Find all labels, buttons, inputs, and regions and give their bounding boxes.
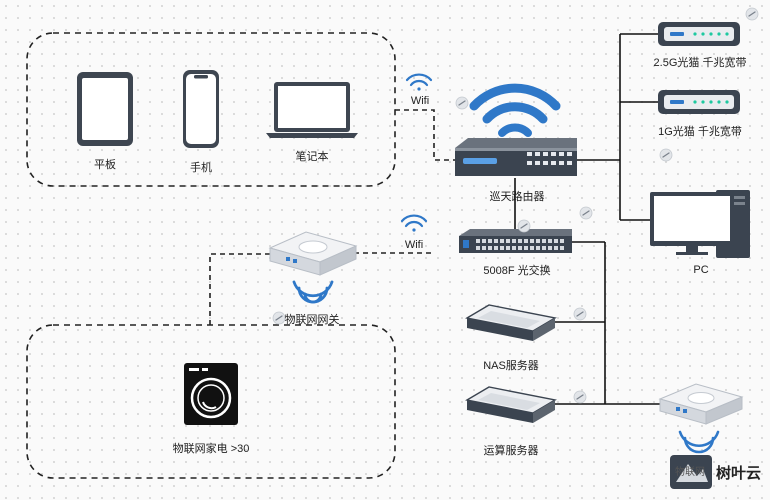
router-icon xyxy=(455,138,577,176)
phone-label: 手机 xyxy=(190,162,212,174)
nas-server-icon xyxy=(465,304,557,341)
iot-gateway-2-icon xyxy=(658,383,744,425)
switch-label: 5008F 光交换 xyxy=(483,265,551,277)
tablet-label: 平板 xyxy=(94,159,116,171)
modem-2-5g-icon xyxy=(658,22,740,46)
wifi-link-iot xyxy=(209,253,270,325)
gateway-signal-icon xyxy=(292,280,334,304)
router-wifi-waves-icon xyxy=(469,83,561,137)
nas-label: NAS服务器 xyxy=(483,360,539,372)
compute-label: 运算服务器 xyxy=(483,445,539,457)
wifi-link-top xyxy=(395,109,455,161)
watermark-text: 树叶云 xyxy=(716,465,762,482)
tablet-icon xyxy=(77,72,133,146)
iot-gateway-label: 物联网网关 xyxy=(284,314,340,326)
pc-icon xyxy=(650,190,750,258)
router-label: 巡天路由器 xyxy=(489,191,545,203)
switch-icon xyxy=(459,229,572,253)
wifi-icon-top xyxy=(405,73,433,91)
compute-server-icon xyxy=(465,386,557,423)
pc-label: PC xyxy=(693,264,709,276)
laptop-label: 笔记本 xyxy=(295,151,329,163)
iot-appliances-label: 物联网家电 >30 xyxy=(172,443,250,455)
watermark-logo-icon xyxy=(670,455,712,489)
iot-appliance-zone xyxy=(26,324,396,479)
wifi-label-iot: Wifi xyxy=(404,239,424,251)
watermark-under-text: 物联网 xyxy=(675,467,705,478)
wifi-label-top: Wifi xyxy=(410,95,430,107)
washing-machine-icon xyxy=(184,363,238,425)
modem-1g-label: 1G光猫 千兆宽带 xyxy=(658,126,742,138)
modem-1g-icon xyxy=(658,90,740,114)
link-badge-glyphs xyxy=(275,11,756,400)
gateway-2-signal-icon xyxy=(678,430,720,454)
phone-icon xyxy=(183,70,219,148)
wired-links xyxy=(514,33,660,405)
wifi-icon-iot xyxy=(400,214,428,232)
laptop-icon xyxy=(266,82,358,138)
modem-2-5g-label: 2.5G光猫 千兆宽带 xyxy=(653,57,747,69)
iot-gateway-icon xyxy=(268,231,358,276)
